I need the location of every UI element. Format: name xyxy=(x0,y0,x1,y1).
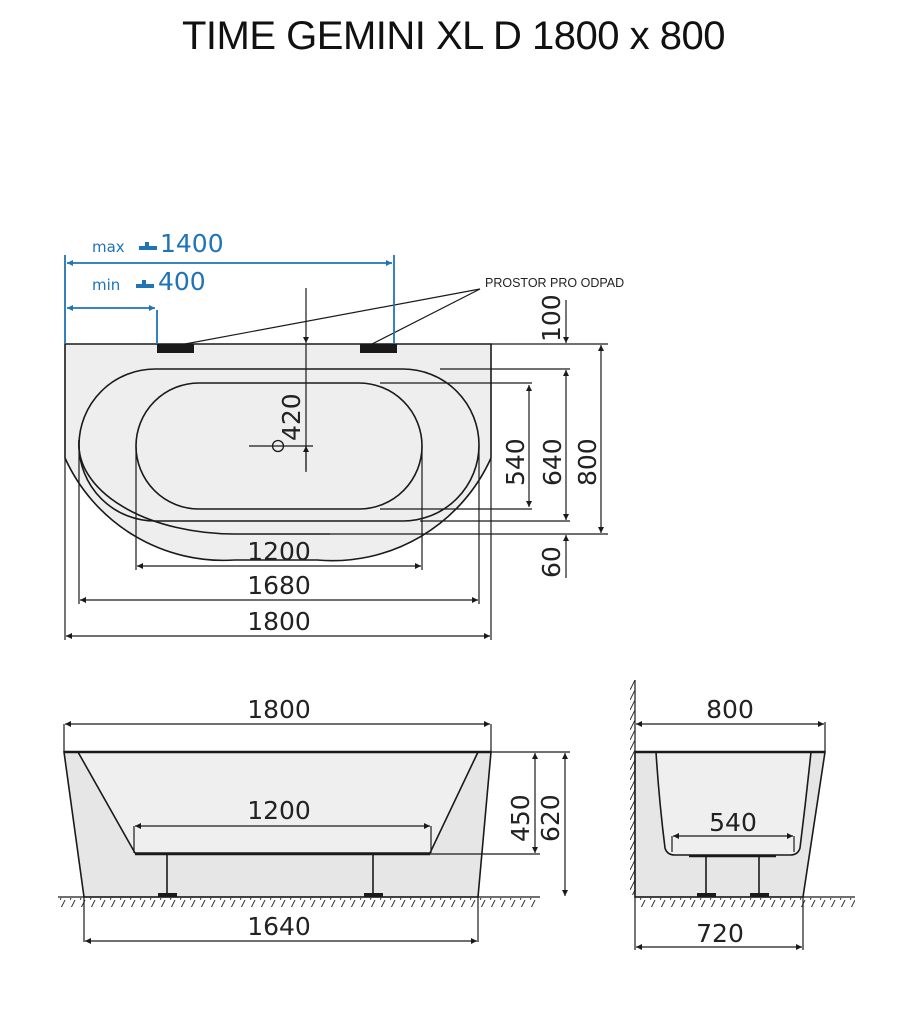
waste-space-right xyxy=(360,344,397,353)
floor-hatch-icon xyxy=(640,898,855,907)
faucet-icon xyxy=(139,242,157,250)
drawing-title: TIME GEMINI XL D 1800 x 800 xyxy=(181,14,726,58)
top-offset-dim: 100 xyxy=(537,294,566,342)
side-view: 1800 1200 1640 450 620 xyxy=(58,695,570,944)
top-view: PROSTOR PRO ODPAD max 1400 min 400 420 xyxy=(64,229,624,640)
overall-length-dim: 1800 xyxy=(247,607,311,636)
faucet-max-value: 1400 xyxy=(160,229,224,258)
end-view: 800 540 720 xyxy=(626,680,855,950)
faucet-max-label: max xyxy=(92,238,125,256)
inner-width-dim: 540 xyxy=(501,438,530,486)
end-base-width-dim: 720 xyxy=(696,919,744,948)
end-bottom-width-dim: 540 xyxy=(709,808,757,837)
faucet-min-label: min xyxy=(92,276,120,294)
wall-hatch-icon xyxy=(626,680,635,895)
mid-length-dim: 1680 xyxy=(247,571,311,600)
side-bottom-length-dim: 1200 xyxy=(247,796,311,825)
drain-offset-dim: 420 xyxy=(277,393,306,441)
inner-length-dim: 1200 xyxy=(247,537,311,566)
side-height-dim: 620 xyxy=(536,794,565,842)
faucet-min-value: 400 xyxy=(158,267,206,296)
bottom-offset-dim: 60 xyxy=(537,546,566,578)
faucet-icon xyxy=(136,280,154,288)
waste-space-label: PROSTOR PRO ODPAD xyxy=(485,276,624,290)
end-overall-width-dim: 800 xyxy=(706,695,754,724)
waste-space-left xyxy=(157,344,194,353)
bath-basin-end xyxy=(655,751,812,856)
mid-width-dim: 640 xyxy=(538,438,567,486)
side-depth-dim: 450 xyxy=(506,794,535,842)
side-base-length-dim: 1640 xyxy=(247,912,311,941)
overall-width-dim: 800 xyxy=(573,438,602,486)
side-overall-length-dim: 1800 xyxy=(247,695,311,724)
floor-hatch-icon xyxy=(58,898,540,907)
drain-symbol-icon xyxy=(271,439,285,453)
